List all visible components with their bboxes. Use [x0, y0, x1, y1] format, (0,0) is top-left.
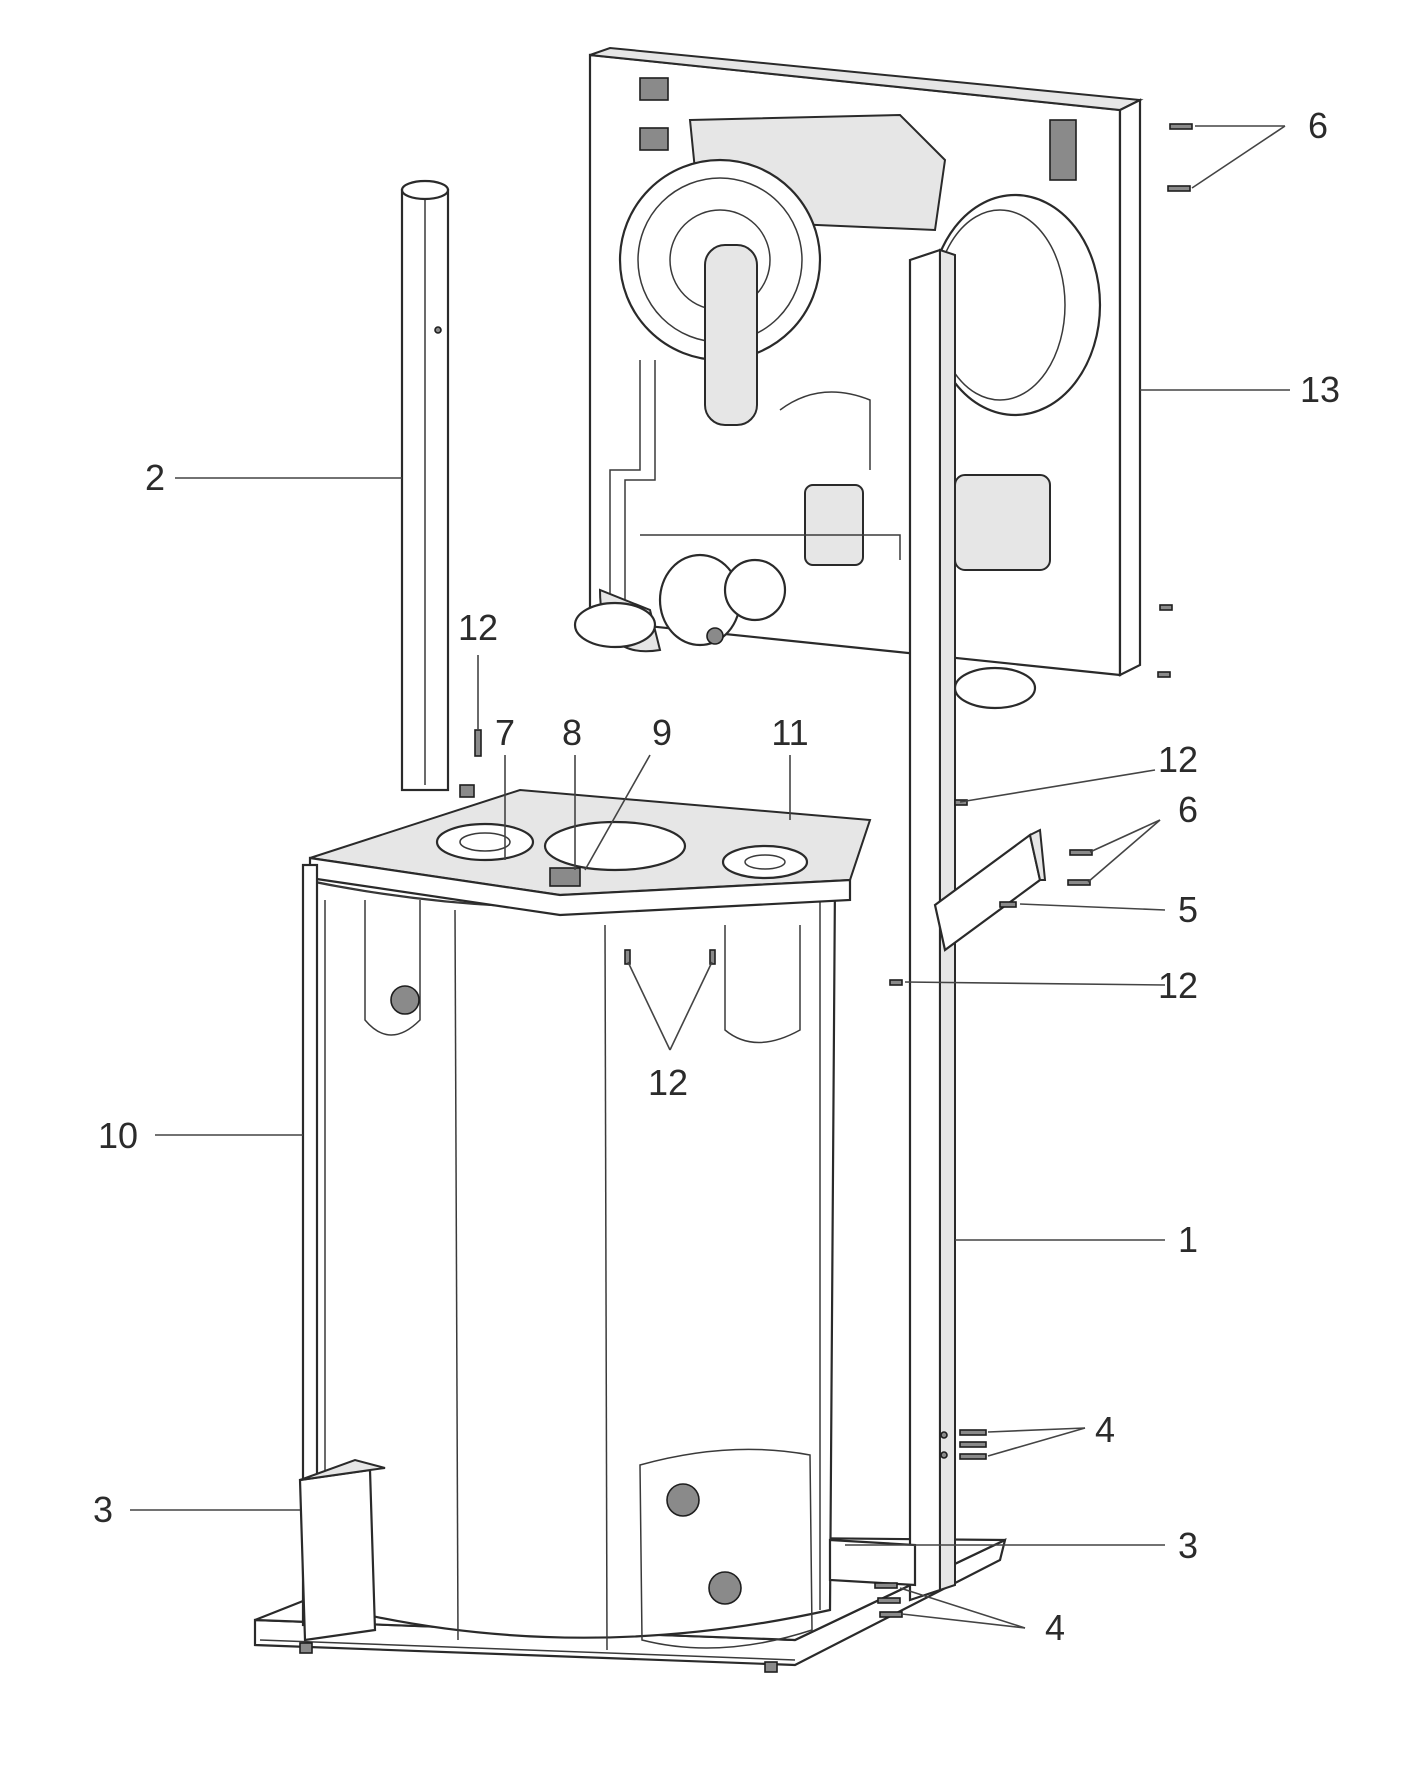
callout-7: 7	[495, 712, 515, 753]
callout-3-right: 3	[1178, 1525, 1198, 1566]
foot-bracket-right	[828, 1538, 917, 1587]
callout-12-b: 12	[1158, 739, 1198, 780]
callout-3-left: 3	[93, 1489, 113, 1530]
callout-13: 13	[1300, 369, 1340, 410]
callout-11: 11	[771, 712, 808, 753]
bracket-5	[933, 828, 1047, 952]
callout-12-d: 12	[648, 1062, 688, 1103]
top-tray	[308, 784, 872, 917]
hot-water-cylinder	[303, 878, 837, 1651]
left-upright-rail	[400, 179, 450, 792]
callout-6-mid: 6	[1178, 789, 1198, 830]
callout-12-a: 12	[458, 607, 498, 648]
callout-8: 8	[562, 712, 582, 753]
callout-6-top: 6	[1308, 105, 1328, 146]
callout-1: 1	[1178, 1219, 1198, 1260]
callout-5: 5	[1178, 889, 1198, 930]
foot-bracket-left	[298, 1458, 386, 1642]
boiler-chassis	[573, 46, 1144, 710]
callout-10: 10	[98, 1115, 138, 1156]
callout-2: 2	[145, 457, 165, 498]
callout-12-c: 12	[1158, 965, 1198, 1006]
callout-4-b: 4	[1045, 1607, 1065, 1648]
callout-numbers: 6 13 2 12 7 8 9 11 12 6 5 12 12 10 1 4 3…	[93, 105, 1340, 1648]
fixings	[474, 123, 1193, 1618]
leader-lines	[130, 125, 1290, 1629]
callout-9: 9	[652, 712, 672, 753]
callout-4-a: 4	[1095, 1409, 1115, 1450]
